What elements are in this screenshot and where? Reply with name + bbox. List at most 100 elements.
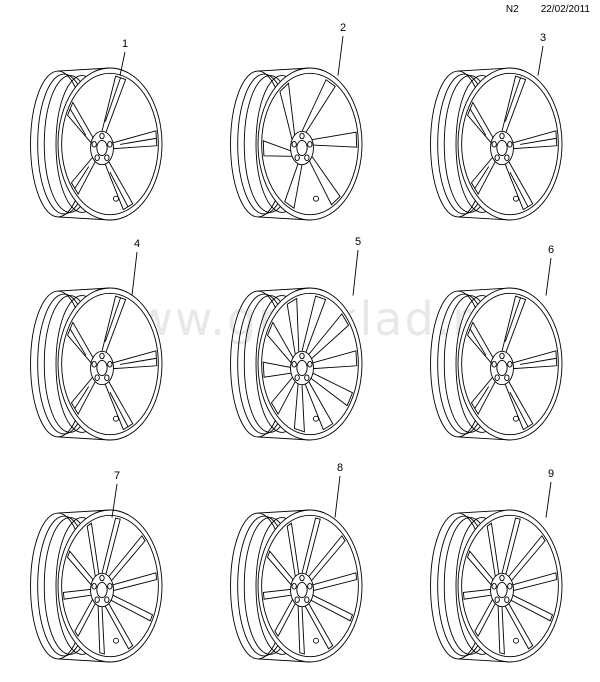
- wheel-label-2: 2: [340, 22, 347, 34]
- spoke-split-line: [104, 77, 122, 122]
- lug-hole: [104, 374, 110, 381]
- lug-hole: [107, 361, 113, 368]
- wheel-item-8: 8: [200, 458, 400, 682]
- spoke-split-line: [74, 386, 90, 409]
- document-header: N2 22/02/2011: [506, 4, 590, 15]
- spoke-split-line: [469, 328, 487, 356]
- valve-stem: [313, 195, 319, 202]
- lug-hole: [504, 154, 510, 161]
- lug-hole: [299, 132, 305, 140]
- wheel-label-8: 8: [337, 462, 344, 474]
- wheel-drawing-6: [430, 257, 563, 441]
- wheel-item-5: 5: [200, 236, 400, 460]
- wheel-label-6: 6: [548, 244, 555, 256]
- wheel-item-9: 9: [400, 458, 600, 682]
- lug-hole: [499, 132, 505, 140]
- label-leader-line: [545, 481, 552, 518]
- lug-hole: [507, 361, 513, 368]
- lug-hole: [291, 361, 297, 368]
- wheel-drawing-8: [230, 475, 363, 663]
- label-leader-line: [131, 251, 138, 296]
- spoke-split-line: [474, 166, 490, 189]
- spoke-split-line: [520, 137, 557, 145]
- lug-hole: [307, 583, 313, 590]
- spoke-split-line: [109, 171, 129, 208]
- wheel-face-inner: [261, 514, 359, 658]
- valve-stem: [513, 637, 519, 644]
- wheel-label-1: 1: [122, 38, 129, 50]
- hub-center-bore: [296, 360, 308, 376]
- wheel-label-7: 7: [114, 470, 121, 482]
- wheel-item-7: 7: [0, 458, 200, 682]
- lug-hole: [507, 141, 513, 148]
- label-leader-line: [337, 35, 344, 76]
- valve-stem: [313, 637, 319, 644]
- valve-stem: [513, 415, 519, 422]
- spoke-split-line: [120, 137, 157, 145]
- wheel-face-inner: [61, 72, 159, 216]
- label-leader-line: [111, 483, 118, 518]
- lug-hole: [304, 374, 310, 381]
- lug-hole: [504, 374, 510, 381]
- lug-hole: [299, 574, 305, 582]
- wheel-face-inner: [61, 292, 159, 436]
- valve-stem: [513, 195, 519, 202]
- spoke-split-line: [509, 391, 529, 428]
- lug-hole: [294, 154, 300, 161]
- lug-hole: [291, 583, 297, 590]
- spoke-split-line: [504, 77, 522, 122]
- lug-hole: [294, 596, 300, 603]
- label-leader-line: [537, 45, 544, 76]
- label-leader-line: [545, 257, 552, 296]
- lug-hole: [499, 574, 505, 582]
- wheel-drawing-9: [430, 481, 563, 663]
- lug-hole: [104, 596, 110, 603]
- spoke-split-line: [504, 297, 522, 342]
- hub-center-bore: [496, 360, 508, 376]
- lug-hole: [91, 361, 97, 368]
- lug-hole: [94, 596, 100, 603]
- lug-hole: [94, 154, 100, 161]
- valve-stem: [113, 195, 119, 202]
- lug-hole: [491, 361, 497, 368]
- hub-center-bore: [496, 582, 508, 598]
- wheel-label-4: 4: [134, 238, 141, 250]
- lug-hole: [494, 154, 500, 161]
- lug-hole: [291, 141, 297, 148]
- lug-hole: [91, 141, 97, 148]
- lug-hole: [91, 583, 97, 590]
- lug-hole: [107, 583, 113, 590]
- wheel-face-inner: [461, 292, 559, 436]
- lug-hole: [494, 596, 500, 603]
- spoke-split-line: [120, 357, 157, 365]
- lug-hole: [499, 352, 505, 360]
- wheel-drawing-5: [230, 249, 363, 441]
- wheel-drawing-2: [230, 35, 363, 221]
- wheel-face-inner: [61, 514, 159, 658]
- wheel-face-inner: [461, 514, 559, 658]
- spoke-split-line: [520, 357, 557, 365]
- hub-center-bore: [296, 582, 308, 598]
- diagram-date: 22/02/2011: [540, 4, 590, 15]
- lug-hole: [507, 583, 513, 590]
- hub-center-bore: [96, 140, 108, 156]
- lug-hole: [99, 352, 105, 360]
- wheel-face-inner: [261, 292, 359, 436]
- diagram-code: N2: [505, 4, 519, 15]
- spoke-split-line: [509, 171, 529, 208]
- wheel-face-inner: [461, 72, 559, 216]
- wheel-face-inner: [261, 72, 359, 216]
- lug-hole: [294, 374, 300, 381]
- lug-hole: [304, 596, 310, 603]
- hub-center-bore: [496, 140, 508, 156]
- spoke-split-line: [69, 328, 87, 356]
- wheel-drawing-3: [430, 45, 563, 221]
- lug-hole: [299, 352, 305, 360]
- wheel-item-4: 4: [0, 236, 200, 460]
- spoke-split-line: [469, 108, 487, 136]
- wheel-label-9: 9: [548, 468, 555, 480]
- hub-center-bore: [296, 140, 308, 156]
- wheel-label-5: 5: [355, 236, 362, 248]
- lug-hole: [504, 596, 510, 603]
- lug-hole: [307, 141, 313, 148]
